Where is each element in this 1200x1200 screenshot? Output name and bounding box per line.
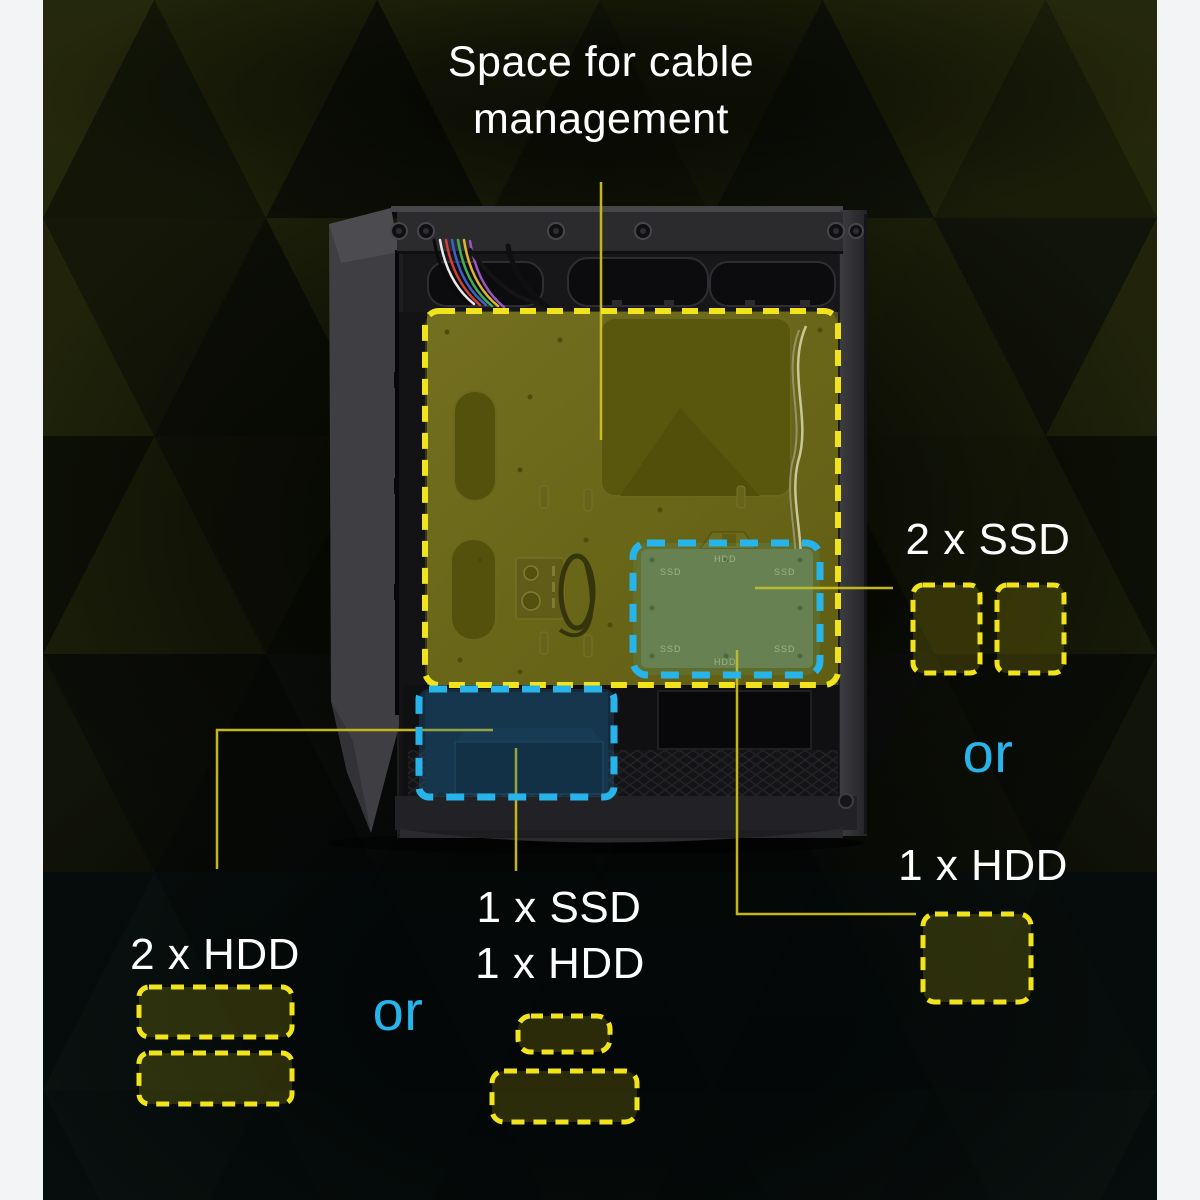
title-cable-management: Space for cable management (447, 38, 755, 143)
label-1x-ssd-center: 1 x SSD (476, 883, 642, 932)
triangle-pattern (43, 0, 1157, 1200)
label-1x-hdd-center: 1 x HDD (475, 939, 645, 988)
label-1x-hdd-right: 1 x HDD (898, 841, 1068, 890)
label-or-right: or (962, 721, 1014, 784)
background (43, 0, 1157, 1200)
label-2x-ssd: 2 x SSD (905, 515, 1071, 564)
label-2x-hdd: 2 x HDD (130, 930, 300, 979)
label-or-left: or (372, 979, 424, 1042)
